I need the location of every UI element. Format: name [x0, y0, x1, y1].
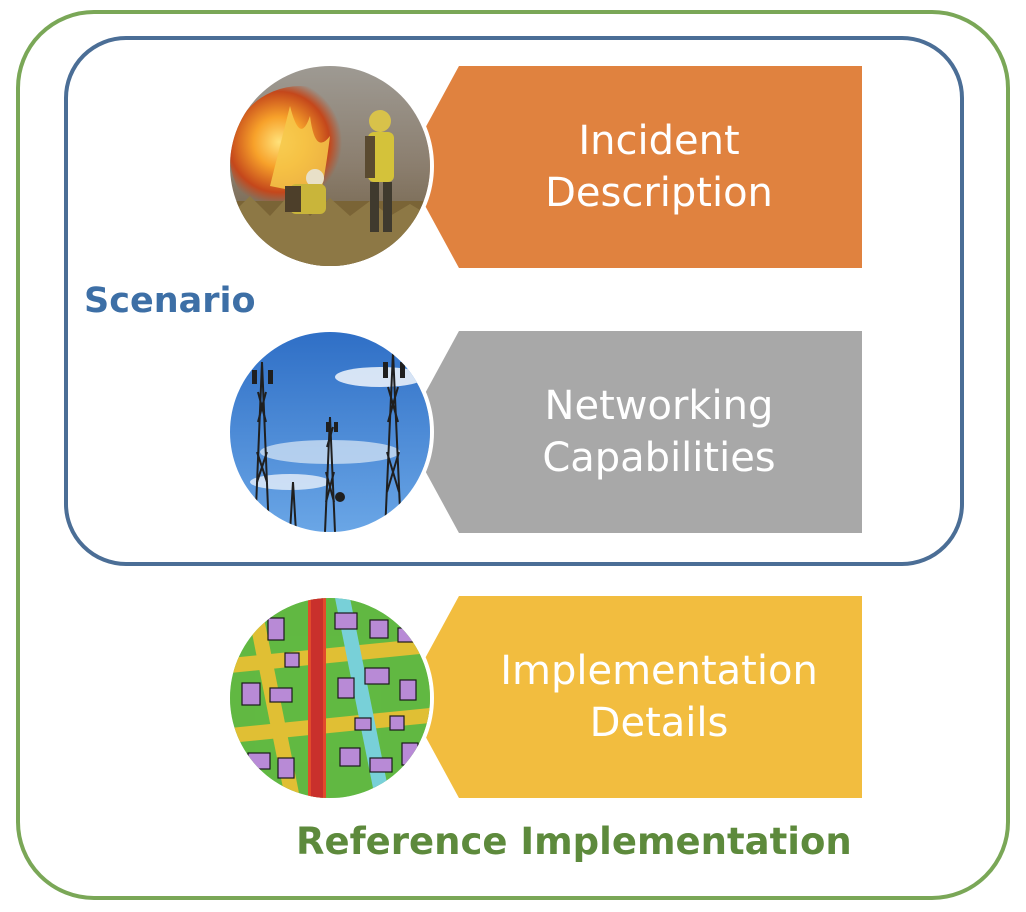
reference-implementation-label: Reference Implementation — [296, 820, 852, 863]
incident-description-label: Incident Description — [545, 118, 773, 216]
city-heatmap-image — [226, 594, 434, 802]
reference-implementation-group — [16, 10, 1010, 900]
networking-capabilities-label: Networking Capabilities — [542, 383, 776, 481]
incident-description-banner: Incident Description — [404, 66, 862, 268]
networking-capabilities-banner: Networking Capabilities — [404, 331, 862, 533]
scenario-label: Scenario — [84, 281, 256, 321]
scenario-group — [64, 36, 964, 566]
wildfire-firefighters-photo — [226, 62, 434, 270]
implementation-details-label: Implementation Details — [500, 648, 818, 746]
implementation-details-banner: Implementation Details — [404, 596, 862, 798]
cell-towers-sky-photo — [226, 328, 434, 536]
